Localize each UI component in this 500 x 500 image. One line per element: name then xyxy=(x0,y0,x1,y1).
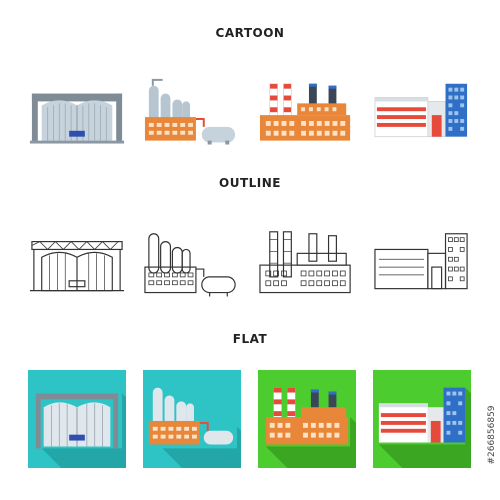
outline-silo-hangar-icon xyxy=(28,222,126,320)
flat-silo-hangar-icon xyxy=(28,370,126,468)
cartoon-power-plant-icon xyxy=(258,72,356,170)
stock-id-watermark: #266856859 xyxy=(486,380,498,490)
cartoon-warehouse-office-icon xyxy=(373,72,471,170)
outline-power-plant-icon xyxy=(258,222,356,320)
outline-refinery-tanks-icon xyxy=(143,222,241,320)
cartoon-silo-hangar-icon xyxy=(28,72,126,170)
cartoon-refinery-tanks-icon xyxy=(143,72,241,170)
section-title-outline: OUTLINE xyxy=(219,176,281,190)
flat-warehouse-office-icon xyxy=(373,370,471,468)
flat-power-plant-icon xyxy=(258,370,356,468)
flat-refinery-tanks-icon xyxy=(143,370,241,468)
section-title-cartoon: CARTOON xyxy=(215,26,285,40)
section-title-flat: FLAT xyxy=(232,332,268,346)
outline-warehouse-office-icon xyxy=(373,222,471,320)
stock-id-text: #266856859 xyxy=(487,405,497,465)
